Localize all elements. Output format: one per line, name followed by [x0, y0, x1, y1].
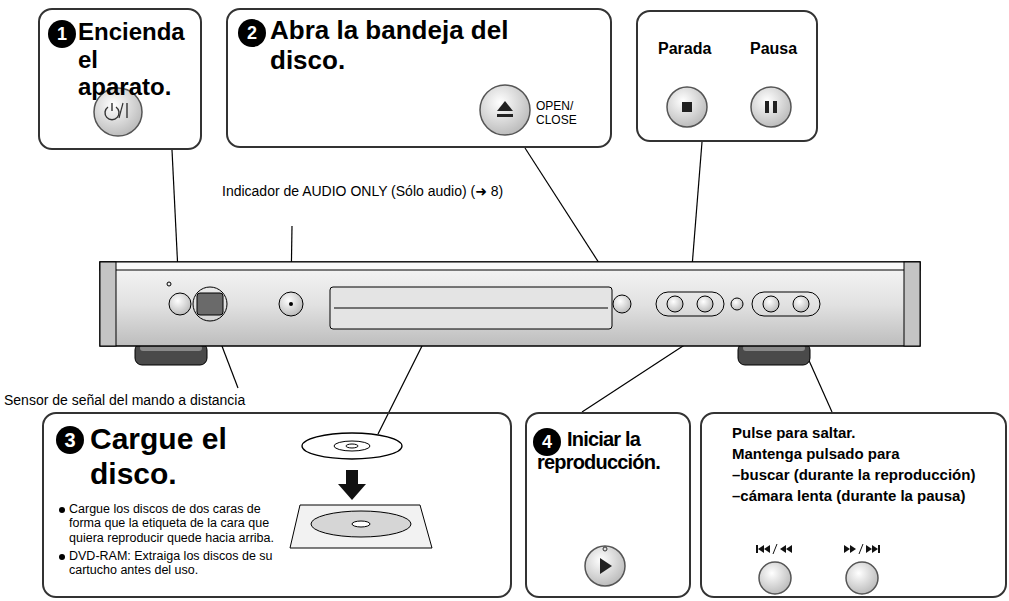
stop-button-icon	[667, 87, 707, 127]
open-close-button	[613, 295, 631, 313]
callout-number: 2	[238, 19, 266, 47]
stop-button	[667, 296, 683, 312]
player-body	[100, 262, 920, 346]
skip-forward-button	[793, 296, 809, 312]
pause-button	[697, 296, 713, 312]
heading-text: Encienda el aparato.	[78, 18, 194, 101]
eject-symbol	[497, 114, 513, 117]
heading-text: Pulse para saltar.	[732, 424, 994, 441]
body-text: DVD-RAM: Extraiga los discos de su cartu…	[58, 549, 295, 578]
heading-text: –cámara lenta (durante la pausa)	[732, 487, 1004, 504]
heading-text: Parada	[658, 40, 728, 58]
heading-text: Cargue el disco.	[90, 422, 290, 491]
tray-slot	[334, 308, 608, 309]
disc-hole	[346, 444, 358, 448]
play-button-icon	[585, 546, 625, 586]
pause-symbol	[765, 101, 769, 113]
body-text: Cargue los discos de dos caras de forma …	[58, 502, 295, 545]
part-label: Indicador de AUDIO ONLY (Sólo audio) (➜ …	[222, 183, 522, 200]
remote-sensor	[197, 293, 223, 315]
callout-box: Parada Pausa	[636, 10, 818, 142]
audio-only-indicator	[279, 292, 303, 316]
play-symbol	[600, 558, 612, 574]
disc-loading	[290, 433, 432, 548]
heading-text: Iniciar la reproducción.	[537, 428, 683, 474]
callout-number: 3	[56, 426, 84, 454]
player-end-cap	[904, 262, 920, 346]
eject-symbol	[497, 101, 513, 111]
heading-text: Mantenga pulsado para	[732, 445, 994, 462]
disc-ring	[334, 441, 370, 451]
play-button	[731, 298, 743, 310]
pause-button-icon	[751, 87, 791, 127]
standby-led	[167, 282, 171, 286]
callout-box: 2Abra la bandeja del disco. OPEN/ CLOSE	[226, 8, 612, 148]
callout-box: 4Iniciar la reproducción.	[525, 412, 691, 598]
button-group	[656, 292, 724, 316]
player-end-cap	[100, 262, 116, 346]
body-text: OPEN/ CLOSE	[536, 100, 596, 128]
heading-text: Abra la bandeja del disco.	[270, 16, 540, 76]
callout-number: 1	[48, 20, 76, 48]
skip-back-symbol	[756, 544, 792, 554]
callout-box: 1Encienda el aparato.	[38, 8, 202, 150]
power-symbol	[126, 103, 127, 118]
power-symbol	[119, 103, 123, 118]
sensor-callout-circle	[193, 287, 227, 321]
heading-text: Pausa	[750, 40, 810, 58]
stop-symbol	[682, 102, 692, 112]
power-symbol	[111, 103, 112, 111]
tray-spindle	[352, 521, 370, 527]
pause-symbol	[773, 101, 777, 113]
power-button	[169, 293, 191, 315]
callout-box: 3Cargue el disco. Cargue los discos de do…	[42, 412, 512, 598]
button-group	[752, 292, 820, 316]
skip-back-button	[763, 296, 779, 312]
heading-text: –buscar (durante la reproducción)	[732, 466, 1004, 483]
disc	[302, 433, 402, 459]
part-label: Sensor de señal del mando a distancia	[4, 392, 324, 409]
disc-tray	[290, 505, 432, 548]
player-top	[100, 262, 920, 270]
skip-back-button-icon	[759, 562, 791, 594]
tray-recess	[311, 511, 411, 537]
callout-box: Pulse para saltar. Mantenga pulsado para –…	[700, 412, 1007, 598]
down-arrow	[338, 470, 366, 500]
skip-forward-button-icon	[846, 562, 878, 594]
disc-tray-panel	[330, 287, 612, 329]
skip-forward-symbol	[844, 544, 880, 554]
play-led	[603, 547, 607, 551]
eject-button-icon	[480, 85, 530, 135]
dvd-player	[100, 262, 920, 365]
indicator-dot	[289, 302, 293, 306]
